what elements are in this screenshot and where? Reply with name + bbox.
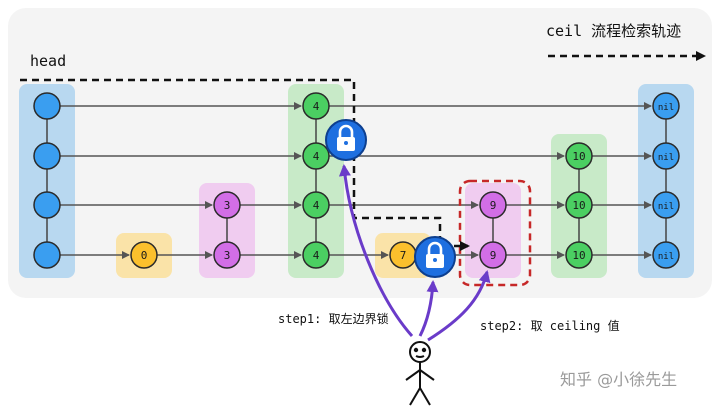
step2-arrow xyxy=(427,270,491,342)
node-c0: 0 xyxy=(130,241,158,269)
step1-arrow-lock2 xyxy=(418,280,439,337)
node-label: 4 xyxy=(313,100,320,113)
node-label: 4 xyxy=(313,249,320,262)
watermark: 知乎 @小徐先生 xyxy=(560,370,677,389)
node-nil: nil xyxy=(652,92,680,120)
node-c3: 3 xyxy=(213,191,241,219)
node-c10: 10 xyxy=(565,241,593,269)
node-nil: nil xyxy=(652,142,680,170)
node-label: 10 xyxy=(572,150,585,163)
node-head xyxy=(33,241,61,269)
node-label: 3 xyxy=(224,249,231,262)
step1-caption: step1: 取左边界锁 xyxy=(278,311,389,326)
node-c4: 4 xyxy=(302,241,330,269)
ceiling-highlight-box xyxy=(458,179,532,287)
node-label: nil xyxy=(658,153,674,163)
lock-icon xyxy=(325,119,367,161)
nodes-layer: 0 3 3 4 4 4 4 7 9 9 10 10 10 nil nil nil nil xyxy=(33,92,680,269)
node-label: nil xyxy=(658,202,674,212)
node-label: 9 xyxy=(490,249,497,262)
node-label: nil xyxy=(658,252,674,262)
node-label: 0 xyxy=(141,249,148,262)
node-c3: 3 xyxy=(213,241,241,269)
node-c4: 4 xyxy=(302,92,330,120)
legend-text: ceil 流程检索轨迹 xyxy=(546,22,681,40)
node-label: 7 xyxy=(400,249,407,262)
lock-icon xyxy=(414,236,456,278)
node-label: 9 xyxy=(490,199,497,212)
node-c4: 4 xyxy=(302,191,330,219)
node-label: 4 xyxy=(313,150,320,163)
node-nil: nil xyxy=(652,241,680,269)
node-c4: 4 xyxy=(302,142,330,170)
node-label: 4 xyxy=(313,199,320,212)
step1-arrow xyxy=(338,164,414,337)
node-label: 10 xyxy=(572,199,585,212)
node-head xyxy=(33,142,61,170)
node-label: nil xyxy=(658,103,674,113)
node-head xyxy=(33,191,61,219)
stick-figure-icon xyxy=(405,341,435,406)
node-label: 10 xyxy=(572,249,585,262)
step2-caption: step2: 取 ceiling 值 xyxy=(480,318,620,333)
node-c9: 9 xyxy=(479,241,507,269)
node-c7: 7 xyxy=(389,241,417,269)
node-head xyxy=(33,92,61,120)
head-label: head xyxy=(30,52,66,70)
node-label: 3 xyxy=(224,199,231,212)
node-c10: 10 xyxy=(565,142,593,170)
node-c10: 10 xyxy=(565,191,593,219)
node-c9: 9 xyxy=(479,191,507,219)
node-nil: nil xyxy=(652,191,680,219)
